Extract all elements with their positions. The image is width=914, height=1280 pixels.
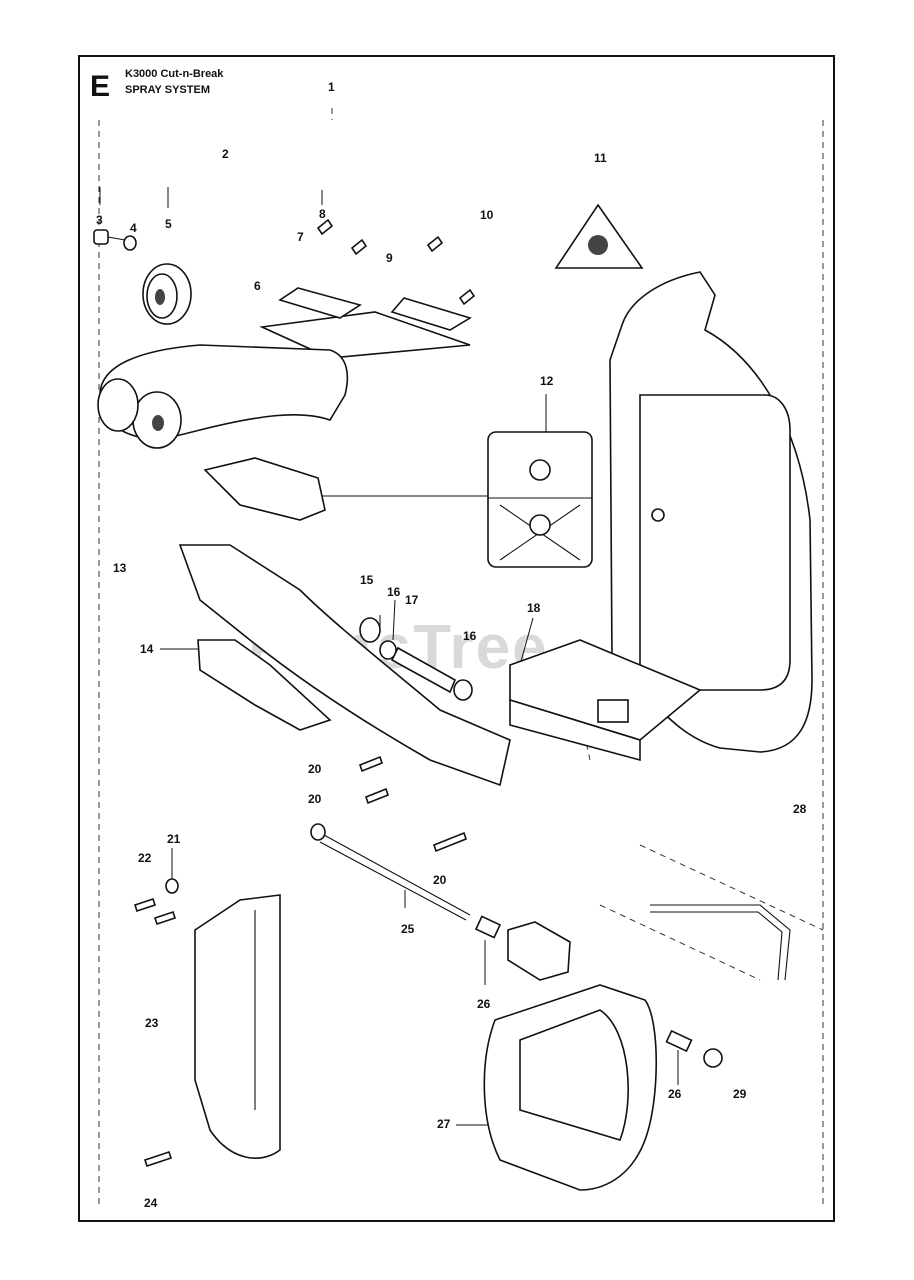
callout-25: 25 xyxy=(401,922,415,936)
callout-6: 6 xyxy=(254,279,261,293)
callout-12: 12 xyxy=(540,374,554,388)
callout-20c: 20 xyxy=(433,873,447,887)
hose-part xyxy=(650,904,791,981)
side-plate-part xyxy=(194,894,281,1159)
callout-5: 5 xyxy=(165,217,172,231)
leader-lines xyxy=(99,187,679,1126)
bracket-part xyxy=(509,639,702,762)
callout-9: 9 xyxy=(386,251,393,265)
callout-4: 4 xyxy=(130,221,137,235)
callout-20b: 20 xyxy=(308,792,322,806)
callout-14: 14 xyxy=(140,642,154,656)
callout-1: 1 xyxy=(328,80,335,94)
callout-7: 7 xyxy=(297,230,304,244)
callout-15: 15 xyxy=(360,573,374,587)
model-title: K3000 Cut-n-Break xyxy=(125,68,224,80)
callout-29: 29 xyxy=(733,1087,747,1101)
frame-handle-part xyxy=(609,271,813,753)
rod-part xyxy=(310,823,502,939)
callout-20a: 20 xyxy=(308,762,322,776)
callout-10: 10 xyxy=(480,208,494,222)
screw-24-part xyxy=(143,1150,173,1168)
callout-22: 22 xyxy=(138,851,152,865)
callout-8: 8 xyxy=(319,207,326,221)
bolt-washer-part xyxy=(93,229,137,251)
callout-23: 23 xyxy=(145,1016,159,1030)
callout-21: 21 xyxy=(167,832,181,846)
spacer-block-part xyxy=(507,921,571,981)
callout-2: 2 xyxy=(222,147,229,161)
callout-28: 28 xyxy=(793,802,807,816)
callout-17: 17 xyxy=(405,593,419,607)
warning-label-11 xyxy=(554,203,644,269)
callout-16a: 16 xyxy=(387,585,401,599)
callout-13: 13 xyxy=(113,561,127,575)
nut-part xyxy=(665,1029,723,1068)
plate-part xyxy=(259,287,472,359)
callout-3: 3 xyxy=(96,213,103,227)
callout-26a: 26 xyxy=(477,997,491,1011)
handle-body-part xyxy=(178,457,511,787)
section-letter: E xyxy=(90,70,110,103)
screws-20-part xyxy=(359,755,467,853)
callout-numbers: 1 2 3 4 5 6 7 8 9 10 11 12 13 14 15 16 1… xyxy=(96,80,807,1210)
callout-24: 24 xyxy=(144,1196,158,1210)
warning-label-12 xyxy=(487,431,593,568)
callout-18: 18 xyxy=(527,601,541,615)
callout-16b: 16 xyxy=(463,629,477,643)
seals-tube-part xyxy=(359,617,473,701)
wheel-part xyxy=(142,263,192,325)
system-title: SPRAY SYSTEM xyxy=(125,84,210,96)
callout-27: 27 xyxy=(437,1117,451,1131)
screws-part xyxy=(316,218,476,306)
callout-26b: 26 xyxy=(668,1087,682,1101)
arm-part xyxy=(97,344,349,449)
callout-11: 11 xyxy=(594,151,607,165)
screws-21-22-part xyxy=(133,878,179,926)
foot-part xyxy=(483,984,657,1191)
